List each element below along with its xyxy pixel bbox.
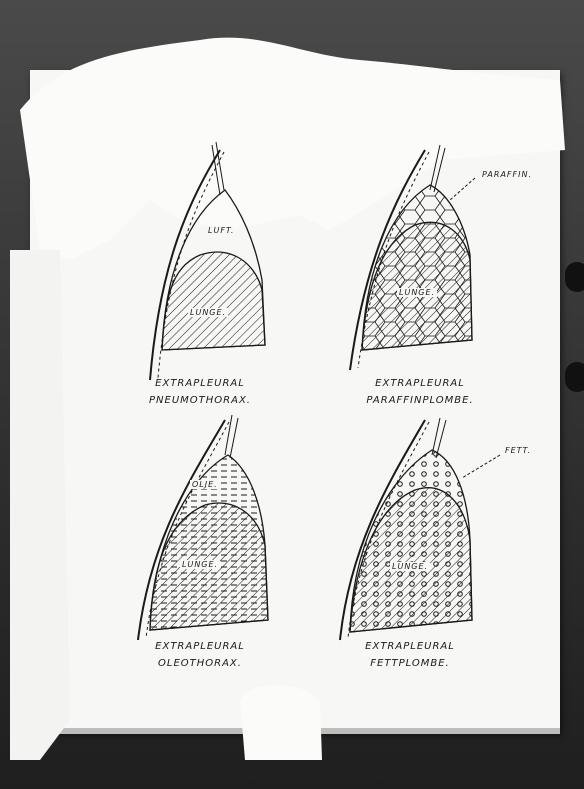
panel-oleothorax: [138, 415, 268, 640]
caption-paraffinplombe: EXTRAPLEURAL PARAFFINPLOMBE.: [335, 375, 505, 409]
caption-pneumothorax: EXTRAPLEURAL PNEUMOTHORAX.: [115, 375, 285, 409]
caption-line-1: EXTRAPLEURAL: [115, 375, 285, 392]
caption-line-2: PARAFFINPLOMBE.: [335, 392, 505, 409]
caption-line-2: OLEOTHORAX.: [115, 655, 285, 672]
caption-oleothorax: EXTRAPLEURAL OLEOTHORAX.: [115, 638, 285, 672]
lunge-label-2: LUNGE.: [397, 288, 437, 297]
fett-callout: FETT.: [505, 446, 531, 455]
panel-pneumothorax: [150, 142, 265, 380]
olje-label: OLJE.: [190, 480, 220, 489]
caption-line-2: FETTPLOMBE.: [325, 655, 495, 672]
caption-line-1: EXTRAPLEURAL: [335, 375, 505, 392]
caption-fettplombe: EXTRAPLEURAL FETTPLOMBE.: [325, 638, 495, 672]
caption-line-1: EXTRAPLEURAL: [325, 638, 495, 655]
paraffin-callout: PARAFFIN.: [482, 170, 532, 179]
luft-label: LUFT.: [208, 226, 234, 235]
lunge-label-4: LUNGE.: [390, 562, 430, 571]
lunge-label-3: LUNGE.: [180, 560, 220, 569]
panel-fettplombe: [340, 418, 500, 640]
caption-line-1: EXTRAPLEURAL: [115, 638, 285, 655]
panel-paraffinplombe: [350, 145, 475, 370]
lunge-label-1: LUNGE.: [188, 308, 228, 317]
caption-line-2: PNEUMOTHORAX.: [115, 392, 285, 409]
